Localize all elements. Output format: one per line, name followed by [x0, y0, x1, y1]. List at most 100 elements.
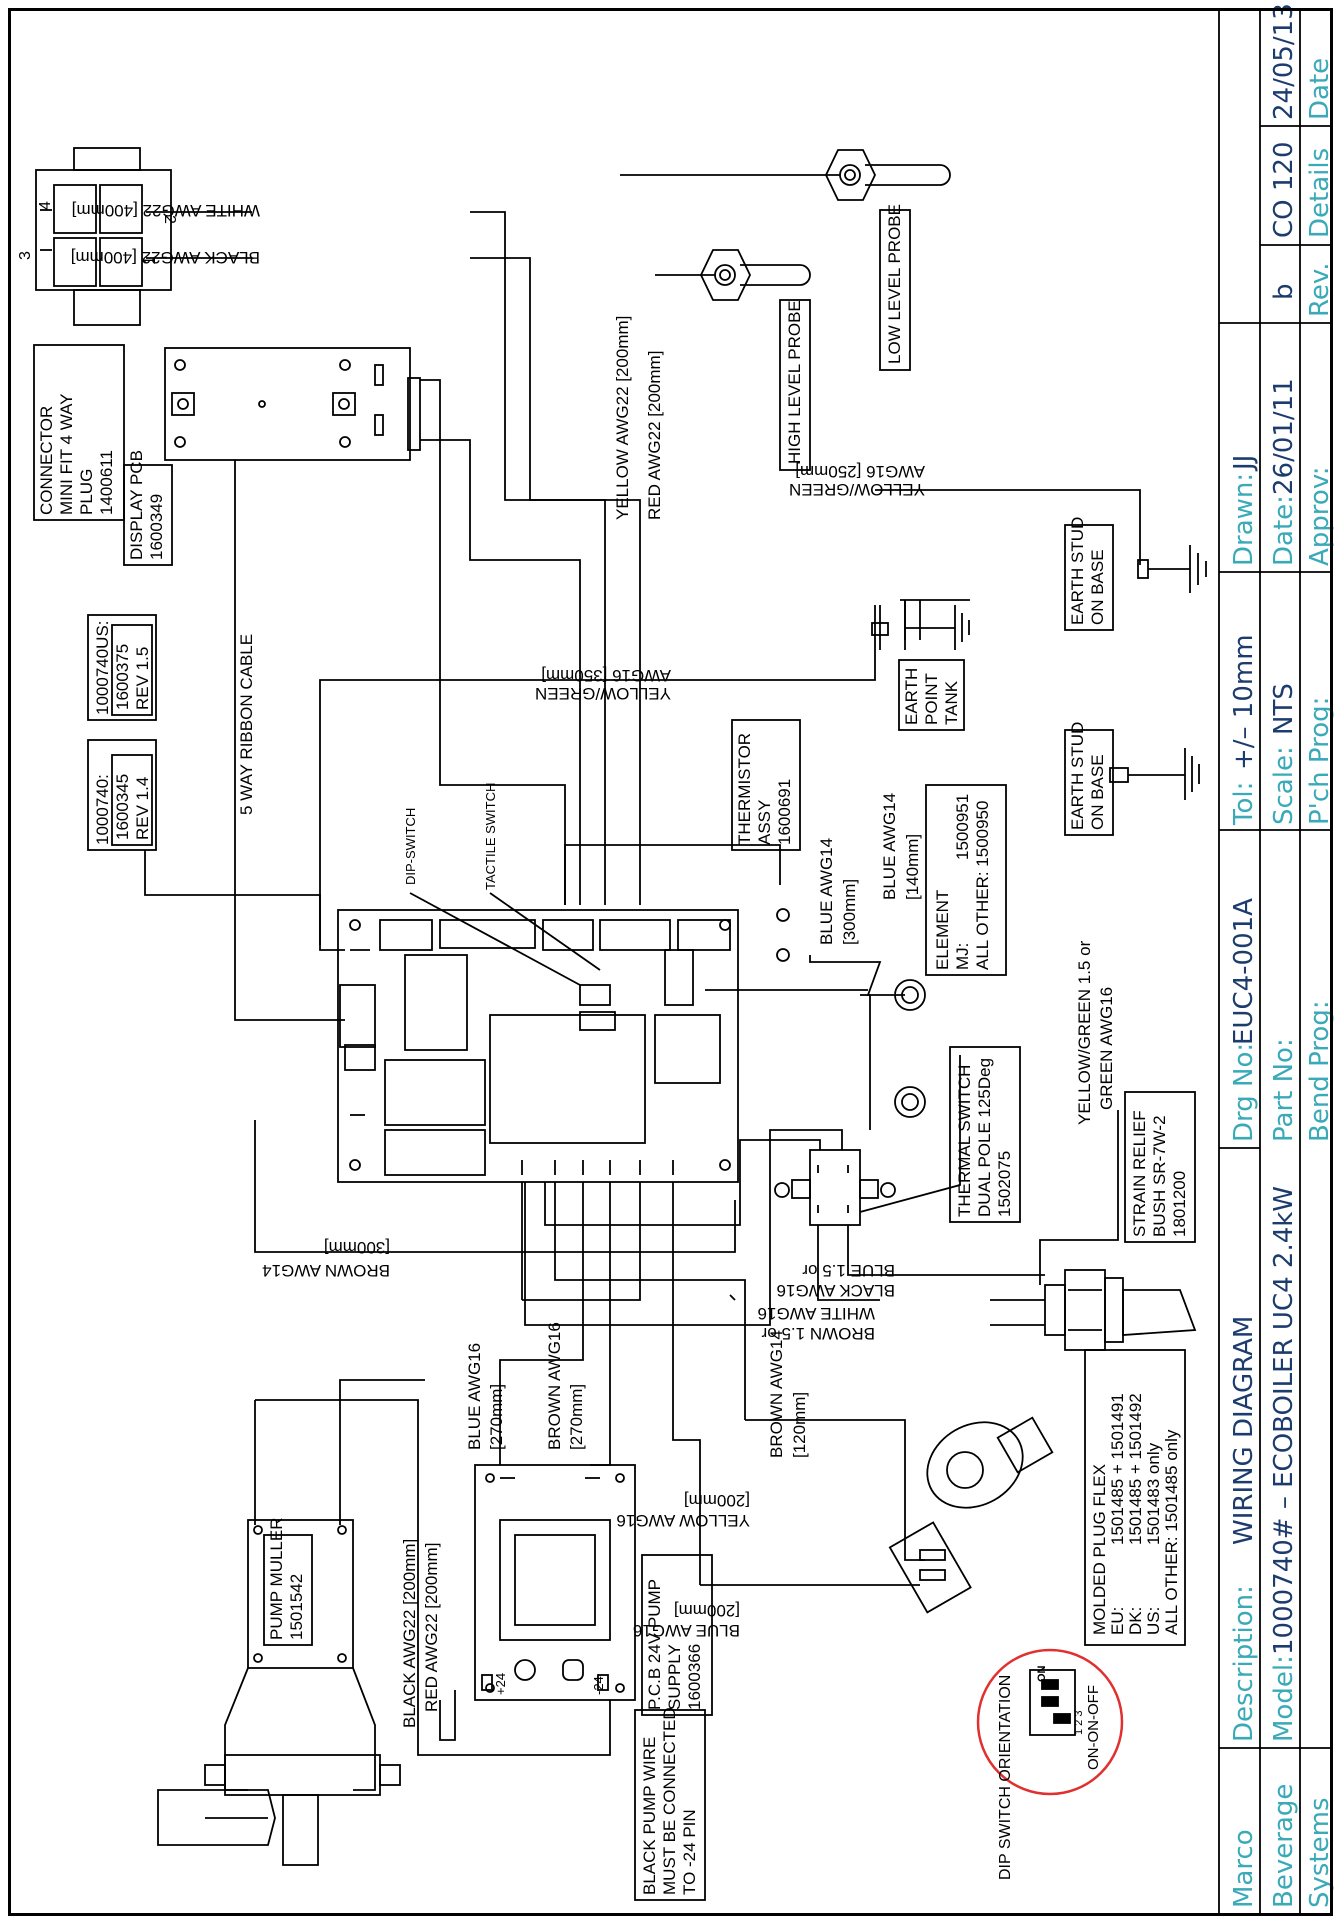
yg-350-line-1: YELLOW/GREEN [535, 684, 671, 703]
title-block-text: Marco Beverage Systems Description: WIRI… [1229, 3, 1335, 1908]
molded-plug-title: MOLDED PLUG FLEX [1090, 1464, 1109, 1635]
tol-label: Tol: [1229, 782, 1259, 826]
yg-250-line-2: AWG16 [250mm] [795, 462, 925, 481]
solenoid-valve-shape [888, 1416, 1054, 1614]
connector-line-2: MINI FIT 4 WAY [57, 393, 76, 515]
date-label: Date: [1269, 495, 1299, 566]
blue-200-line-2: BLUE AWG16 [633, 1621, 740, 1640]
model-label: Model: [1269, 1655, 1299, 1742]
molded-plug-eu-value: 1501485 + 1501491 [1108, 1393, 1127, 1545]
model-std-label: 1000740: [93, 774, 112, 845]
earth-stud-1-line-1: EARTH STUD [1068, 517, 1087, 625]
dip-orientation-label: DIP SWITCH ORIENTATION [997, 1675, 1014, 1880]
model-us-code-2: REV 1.5 [133, 647, 152, 710]
strain-relief-line-2: BUSH SR-7W-2 [1150, 1115, 1169, 1237]
thermal-switch-shape [774, 1149, 896, 1226]
description-value: WIRING DIAGRAM [1229, 1316, 1259, 1545]
connector-line-4: 1400611 [97, 450, 116, 515]
yg-15-line-2: GREEN AWG16 [1097, 987, 1116, 1110]
yg-250-line-1: YELLOW/GREEN [789, 480, 925, 499]
model-us-label: 1000740US: [93, 620, 112, 715]
blue-300-line-1: BLUE AWG14 [817, 838, 836, 945]
scale-label: Scale: [1269, 746, 1299, 825]
thermal-switch-line-1: THERMAL SWITCH [955, 1065, 974, 1217]
red-awg22-label: RED AWG22 [200mm] [422, 1543, 441, 1712]
pump-line-2: 1501542 [287, 1574, 306, 1640]
pump-supply-line-2: SUPPLY [665, 1644, 684, 1710]
pin-4: 4 [37, 201, 54, 210]
on-on-off-label: ON-ON-OFF [1085, 1685, 1102, 1770]
red-wire-label: RED AWG22 [200mm] [645, 351, 664, 520]
blue-300-line-2: [300mm] [840, 879, 859, 945]
black-pump-note-3: TO -24 PIN [680, 1809, 699, 1895]
element-line-2: MJ: [953, 943, 972, 970]
scale-value: NTS [1269, 683, 1299, 735]
earth-stud-2-line-2: ON BASE [1088, 754, 1107, 830]
element-line-1: ELEMENT [933, 890, 952, 970]
dip-on-label: ON [1036, 1665, 1048, 1682]
drawn-value: JJ [1229, 455, 1259, 472]
earth-stud-2-line-1: EARTH STUD [1068, 722, 1087, 830]
diagram-labels: CONNECTOR MINI FIT 4 WAY PLUG 1400611 3 … [17, 201, 1196, 1901]
ribbon-cable-label: 5 WAY RIBBON CABLE [237, 634, 256, 815]
connector-line-3: PLUG [77, 469, 96, 515]
brown-120-line-1: BROWN AWG14 [767, 1330, 786, 1458]
pump-plus-label: +24 [493, 1673, 508, 1695]
display-pcb-shape [164, 347, 421, 461]
pump-supply-pcb-shape [474, 1464, 636, 1701]
molded-plug-dk-value: 1501485 + 1501492 [1126, 1393, 1145, 1545]
black-wire-label: BLACK AWG22 [400mm] [71, 248, 260, 267]
blue-140-line-2: [140mm] [903, 834, 922, 900]
brown-270-line-1: BROWN AWG16 [545, 1322, 564, 1450]
pin-3: 3 [17, 251, 34, 260]
model-value: 1000740# – ECOBOILER UC4 2.4kW [1269, 1186, 1299, 1655]
brown-120-line-2: [120mm] [790, 1392, 809, 1458]
pump-minus-label: -24 [591, 1676, 606, 1695]
earth-tank-line-2: POINT [922, 673, 941, 725]
drawing-frame [8, 8, 1333, 1916]
model-std-code-1: 1600345 [113, 774, 132, 840]
dip-number-label: 1 2 3 [1073, 1711, 1085, 1735]
pump-supply-line-1: P.C.B 24V PUMP [645, 1579, 664, 1710]
brown-white-line-2: WHITE AWG16 [758, 1304, 875, 1323]
earth-symbol-tank [871, 600, 970, 650]
details-value: CO 120 [1269, 141, 1299, 238]
thermistor-line-3: 1600691 [775, 779, 794, 845]
company-line-1: Marco [1229, 1829, 1259, 1908]
high-probe-label: HIGH LEVEL PROBE [785, 300, 804, 464]
blue-black-line-1: BLUE 1.5 or [802, 1261, 895, 1280]
yellow-200-line-2: [200mm] [684, 1491, 750, 1510]
molded-plug-dk: DK: [1126, 1607, 1145, 1635]
molded-plug-us-value: 1501483 only [1144, 1442, 1163, 1545]
blue-270-line-1: BLUE AWG16 [465, 1343, 484, 1450]
date-value: 26/01/11 [1269, 378, 1299, 495]
pump-shape [157, 1519, 401, 1866]
yg-15-line-1: YELLOW/GREEN 1.5 or [1075, 940, 1094, 1125]
earth-tank-line-3: TANK [942, 680, 961, 725]
thermistor-line-2: ASSY [755, 800, 774, 845]
brown-270-line-2: [270mm] [567, 1384, 586, 1450]
thermistor-line-1: THERMISTOR [735, 733, 754, 845]
element-line-3: 1500951 [953, 794, 972, 860]
earth-symbol-1 [1137, 545, 1207, 593]
earth-tank-line-1: EARTH [902, 668, 921, 725]
display-pcb-line-2: 1600349 [147, 494, 166, 560]
drg-label: Drg No: [1229, 1043, 1259, 1142]
blue-270-line-2: [270mm] [487, 1384, 506, 1450]
tactile-switch-label: TACTILE SWITCH [483, 783, 498, 890]
white-wire-label: WHITE AWG22 [400mm] [72, 201, 260, 220]
thermal-switch-line-2: DUAL POLE 125Deg [975, 1058, 994, 1217]
molded-plug-other: ALL OTHER: 1501485 only [1162, 1429, 1181, 1635]
strain-relief-line-1: STRAIN RELIEF [1130, 1110, 1149, 1237]
black-awg22-label: BLACK AWG22 [200mm] [400, 1539, 419, 1728]
blue-140-line-1: BLUE AWG14 [880, 793, 899, 900]
strain-relief-line-3: 1801200 [1170, 1171, 1189, 1237]
dip-orientation-circle [976, 1648, 1124, 1796]
black-pump-note-2: MUST BE CONNECTED [660, 1707, 679, 1895]
drg-value: EUC4-001A [1229, 898, 1259, 1045]
brown-white-line-1: BROWN 1.5 or [761, 1324, 875, 1343]
molded-plug-eu: EU: [1108, 1607, 1127, 1635]
pump-supply-line-3: 1600366 [685, 1644, 704, 1710]
